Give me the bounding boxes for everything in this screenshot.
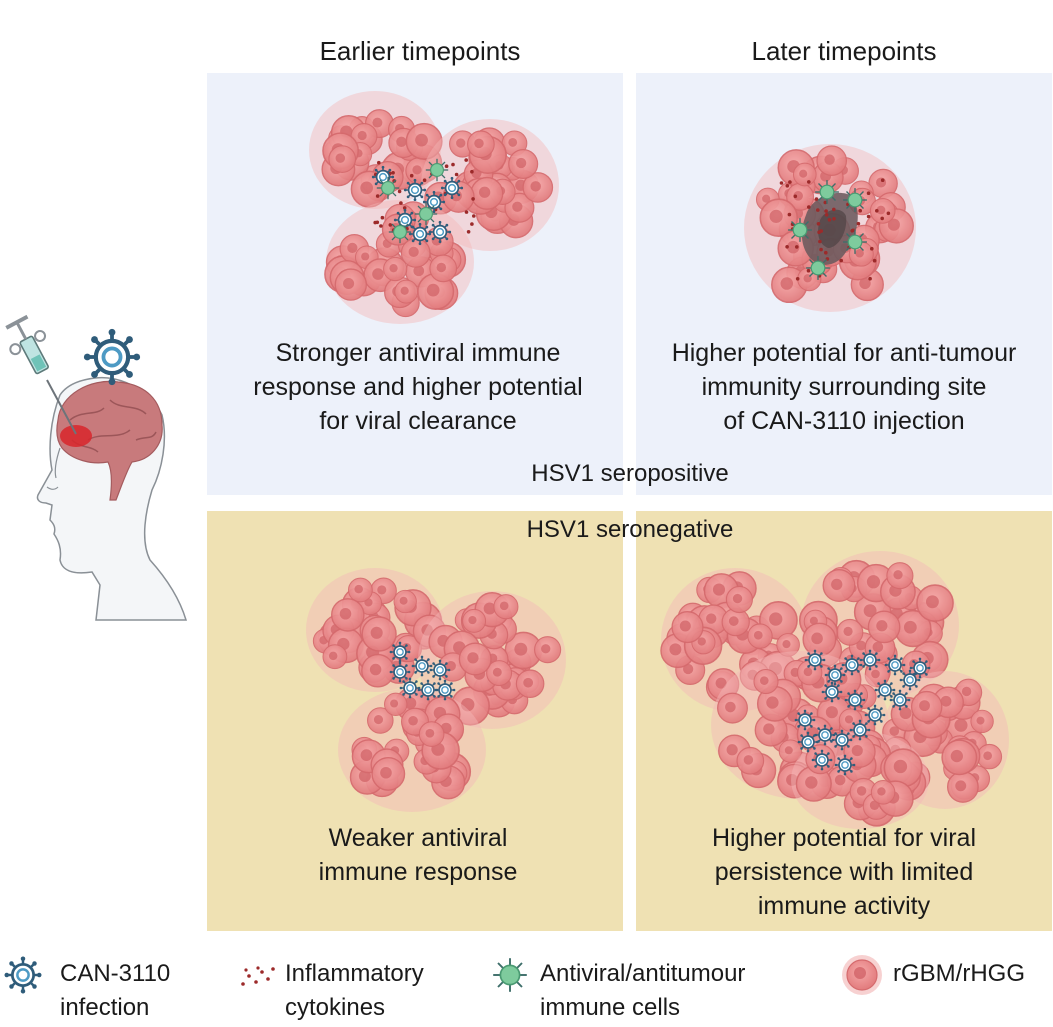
legend-virus-icon <box>3 955 43 995</box>
caption-seronegative-earlier: Weaker antiviral immune response <box>318 824 518 886</box>
row-label-seronegative: HSV1 seronegative <box>526 516 734 543</box>
immune-cell-marker <box>425 158 449 182</box>
virus-marker <box>388 660 412 684</box>
legend-cytokine-label: Inflammatory cytokines <box>285 960 424 1021</box>
virus-marker <box>830 728 854 752</box>
immune-cell-marker <box>842 229 868 255</box>
legend-cytokine-icon <box>241 966 275 986</box>
virus-marker <box>840 653 864 677</box>
immune-cell-marker <box>842 187 868 213</box>
panel-seropositive-later <box>636 73 1052 495</box>
virus-marker <box>810 748 834 772</box>
caption-seropositive-later: Higher potential for anti-tumour immunit… <box>671 339 1017 435</box>
legend-tumour-cell-icon <box>842 955 882 995</box>
virus-marker <box>440 176 464 200</box>
virus-icon <box>84 329 140 385</box>
virus-marker <box>833 753 857 777</box>
caption-seropositive-earlier: Stronger antiviral immune response and h… <box>253 339 583 435</box>
row-label-seropositive: HSV1 seropositive <box>531 460 729 487</box>
immune-cell-marker <box>787 217 813 243</box>
immune-cell-marker <box>414 202 438 226</box>
tumour-cluster <box>309 91 443 209</box>
tumour-cluster <box>306 568 447 692</box>
tumour-cluster <box>421 119 559 251</box>
legend-virus-label: CAN-3110 infection <box>60 960 171 1021</box>
virus-marker <box>410 654 434 678</box>
legend-immune-cell-icon <box>492 957 528 993</box>
virus-marker <box>863 703 887 727</box>
immune-cell-marker <box>376 176 400 200</box>
virus-marker <box>888 688 912 712</box>
virus-marker <box>820 680 844 704</box>
virus-marker <box>793 708 817 732</box>
virus-marker <box>843 688 867 712</box>
virus-marker <box>803 648 827 672</box>
cytokine-dots <box>779 178 891 281</box>
tumour-cluster <box>418 591 566 729</box>
virus-marker <box>823 663 847 687</box>
legend-tumour-label: rGBM/rHGG <box>893 960 1025 987</box>
tumour-cluster <box>338 686 486 812</box>
syringe-icon <box>5 314 77 435</box>
virus-marker <box>398 676 422 700</box>
immune-cell-marker <box>388 220 412 244</box>
virus-marker <box>403 178 427 202</box>
column-title-earlier: Earlier timepoints <box>319 36 521 66</box>
virus-marker <box>848 718 872 742</box>
column-title-later: Later timepoints <box>751 36 937 66</box>
virus-marker <box>858 648 882 672</box>
virus-marker <box>428 658 452 682</box>
virus-marker <box>388 640 412 664</box>
immune-cell-marker <box>805 255 831 281</box>
immune-cell-marker <box>814 179 840 205</box>
head-brain-icon <box>36 376 188 621</box>
virus-marker <box>883 653 907 677</box>
virus-marker <box>873 678 897 702</box>
caption-seronegative-later: Higher potential for viral persistence w… <box>711 824 976 920</box>
virus-marker <box>908 656 932 680</box>
virus-marker <box>796 730 820 754</box>
legend-immune-label: Antiviral/antitumour immune cells <box>540 960 746 1021</box>
virus-marker <box>428 220 452 244</box>
virus-marker <box>408 222 432 246</box>
virus-marker <box>433 678 457 702</box>
